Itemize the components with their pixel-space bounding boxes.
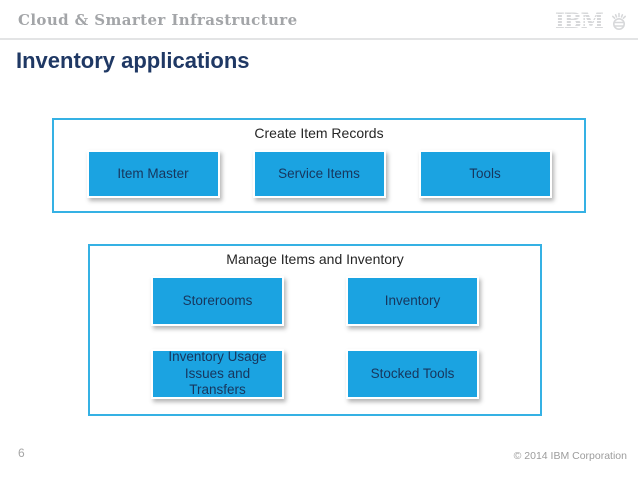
ibm-wordmark-icon: IBM	[555, 9, 605, 33]
group-title: Create Item Records	[254, 125, 384, 141]
svg-text:IBM: IBM	[555, 9, 604, 33]
app-button-inventory[interactable]: Inventory	[346, 276, 479, 326]
group-title: Manage Items and Inventory	[226, 251, 404, 267]
app-button-service-items[interactable]: Service Items	[252, 150, 386, 198]
header-divider	[0, 38, 638, 40]
app-button-storerooms[interactable]: Storerooms	[151, 276, 284, 326]
ibm-logo: IBM	[555, 9, 628, 33]
button-row: Item Master Service Items Tools	[54, 150, 584, 198]
page-number: 6	[18, 446, 25, 460]
copyright: © 2014 IBM Corporation	[513, 450, 627, 462]
smarter-planet-icon	[611, 12, 626, 30]
brand-text: Cloud & Smarter Infrastructure	[18, 11, 298, 29]
group-manage-items-and-inventory: Manage Items and Inventory Storerooms In…	[88, 244, 542, 416]
group-create-item-records: Create Item Records Item Master Service …	[52, 118, 586, 213]
button-grid: Storerooms Inventory Inventory Usage Iss…	[90, 276, 540, 399]
app-button-item-master[interactable]: Item Master	[86, 150, 220, 198]
app-button-inventory-usage-issues-transfers[interactable]: Inventory Usage Issues and Transfers	[151, 349, 284, 399]
app-button-stocked-tools[interactable]: Stocked Tools	[346, 349, 479, 399]
page-title: Inventory applications	[16, 48, 250, 73]
app-button-tools[interactable]: Tools	[418, 150, 552, 198]
